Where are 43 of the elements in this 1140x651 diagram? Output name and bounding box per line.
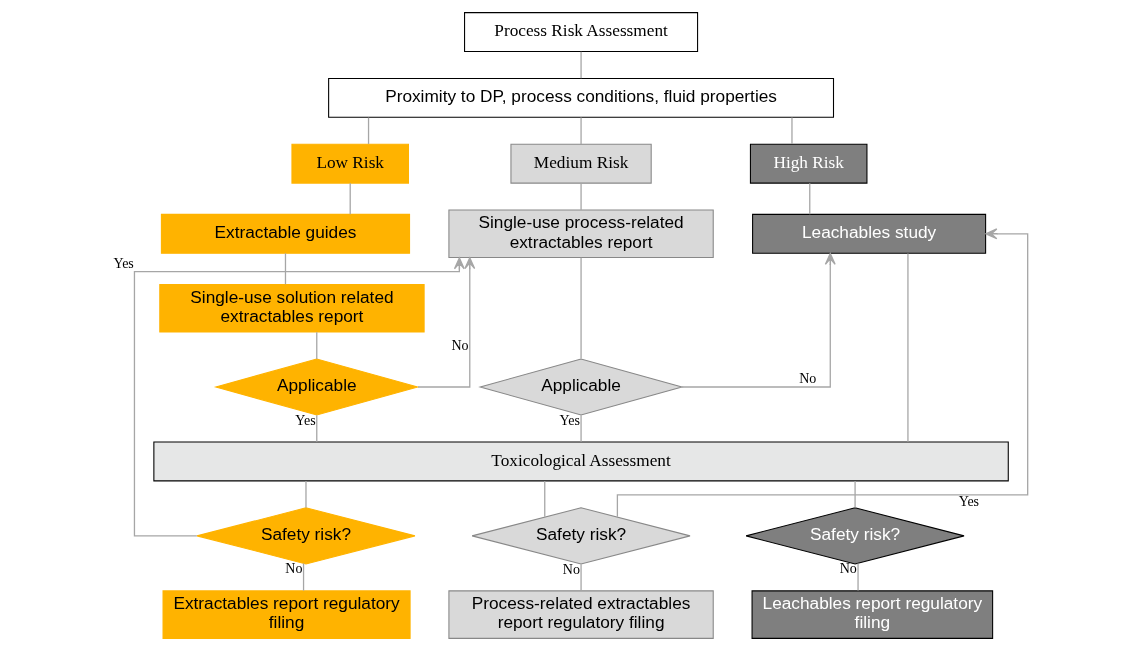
node-box: Leachables report regulatory filing bbox=[751, 590, 994, 639]
connector bbox=[809, 182, 811, 215]
connector bbox=[316, 414, 318, 443]
arrow bbox=[133, 257, 465, 537]
connector bbox=[580, 257, 582, 360]
node-box: Medium Risk bbox=[510, 143, 652, 184]
arrow bbox=[417, 257, 476, 388]
connector bbox=[791, 116, 793, 145]
connector bbox=[305, 480, 307, 509]
edge-label: No bbox=[451, 337, 469, 353]
node-box: Process-related extractables report regulatory filing bbox=[448, 590, 714, 639]
connector bbox=[284, 252, 287, 285]
node-box: Proximity to DP, process conditions, fluid properties bbox=[328, 77, 835, 118]
edge-label: Yes bbox=[113, 255, 134, 271]
node-box: Single-use solution related extractables report bbox=[159, 283, 425, 333]
connector bbox=[580, 182, 582, 211]
node-box: Extractables report regulatory filing bbox=[162, 590, 411, 639]
node-diamond: Safety risk? bbox=[471, 507, 691, 565]
edge-label: No bbox=[799, 371, 817, 387]
connector bbox=[857, 562, 859, 592]
arrow bbox=[681, 252, 836, 388]
node-box: Leachables study bbox=[752, 213, 987, 254]
connector bbox=[349, 182, 351, 215]
node-box: High Risk bbox=[749, 143, 868, 184]
node-box: Low Risk bbox=[291, 143, 409, 184]
connector bbox=[367, 116, 370, 145]
edge-label: Yes bbox=[958, 494, 980, 510]
node-diamond: Applicable bbox=[213, 358, 420, 416]
connector bbox=[854, 480, 856, 509]
connector bbox=[544, 480, 546, 518]
node-box: Extractable guides bbox=[160, 213, 411, 254]
connector bbox=[580, 51, 582, 79]
node-diamond: Applicable bbox=[478, 358, 684, 416]
connector bbox=[580, 563, 582, 592]
connector bbox=[580, 414, 582, 443]
arrow bbox=[616, 228, 1029, 518]
connector bbox=[302, 562, 305, 592]
connector bbox=[580, 116, 582, 145]
connector bbox=[316, 331, 318, 360]
connector bbox=[907, 252, 909, 443]
node-box: Single-use process-related extractables report bbox=[448, 209, 714, 259]
node-box: Toxicological Assessment bbox=[153, 441, 1009, 482]
node-box: Process Risk Assessment bbox=[464, 12, 699, 53]
